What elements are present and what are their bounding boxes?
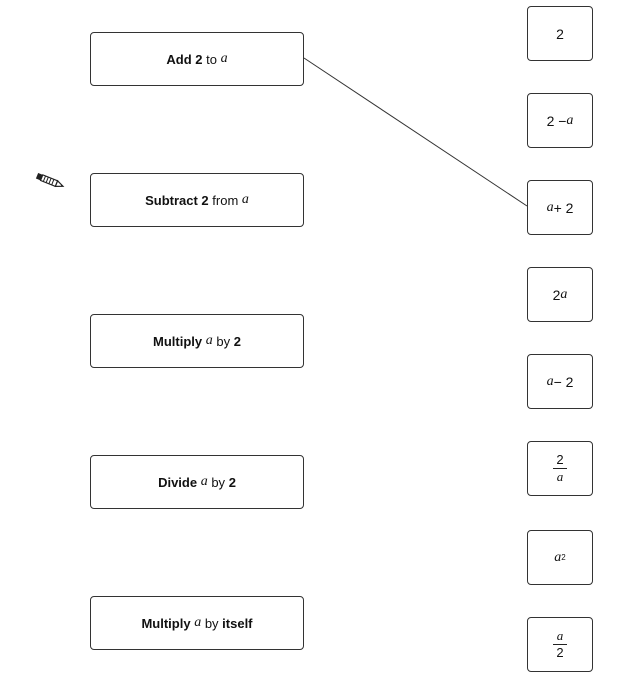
text-fragment: 2 [552, 286, 561, 303]
text-fragment: by [212, 333, 234, 349]
text-fragment: to [202, 51, 221, 67]
fraction-denominator: 2 [556, 645, 564, 660]
match-line-1[interactable] [303, 57, 528, 207]
variable-text: a [194, 615, 202, 630]
fraction-numerator: 2 [556, 452, 564, 468]
bold-text: Multiply [141, 615, 191, 631]
statement-card-1[interactable]: Add 2 to a [90, 32, 304, 86]
text-fragment: 2 − [546, 112, 567, 129]
text-fragment: − 2 [553, 373, 574, 390]
variable-text: a [200, 474, 208, 489]
text-fragment: by [201, 615, 223, 631]
bold-text: Divide [158, 474, 198, 490]
statement-card-5[interactable]: Multiply a by itself [90, 596, 304, 650]
variable-text: a [546, 199, 554, 215]
variable-text: a [554, 549, 562, 565]
variable-text: a [566, 112, 574, 128]
variable-text: a [560, 286, 568, 302]
statement-card-3[interactable]: Multiply a by 2 [90, 314, 304, 368]
expression-card-3[interactable]: a + 2 [527, 180, 593, 235]
expression-card-1[interactable]: 2 [527, 6, 593, 61]
text-fragment: from [208, 192, 242, 208]
expression-card-5[interactable]: a − 2 [527, 354, 593, 409]
variable-text: a [220, 51, 228, 66]
pencil-icon[interactable] [34, 173, 66, 189]
variable-text: a [546, 373, 554, 389]
bold-text: Subtract 2 [145, 192, 209, 208]
text-fragment: 2 [556, 25, 564, 42]
bold-text: 2 [233, 333, 241, 349]
bold-text: Add 2 [166, 51, 203, 67]
statement-card-2[interactable]: Subtract 2 from a [90, 173, 304, 227]
variable-text: a [205, 333, 213, 348]
text-fragment: 2 [561, 553, 566, 562]
fraction-numerator: a [556, 628, 564, 644]
text-fragment: + 2 [553, 199, 574, 216]
fraction-denominator: a [556, 469, 564, 484]
bold-text: itself [222, 615, 253, 631]
statement-card-4[interactable]: Divide a by 2 [90, 455, 304, 509]
text-fragment: by [207, 474, 229, 490]
expression-card-2[interactable]: 2 − a [527, 93, 593, 148]
fraction-bar [553, 468, 567, 469]
bold-text: 2 [228, 474, 236, 490]
variable-text: a [241, 192, 249, 207]
bold-text: Multiply [153, 333, 203, 349]
fraction-bar [553, 644, 567, 645]
